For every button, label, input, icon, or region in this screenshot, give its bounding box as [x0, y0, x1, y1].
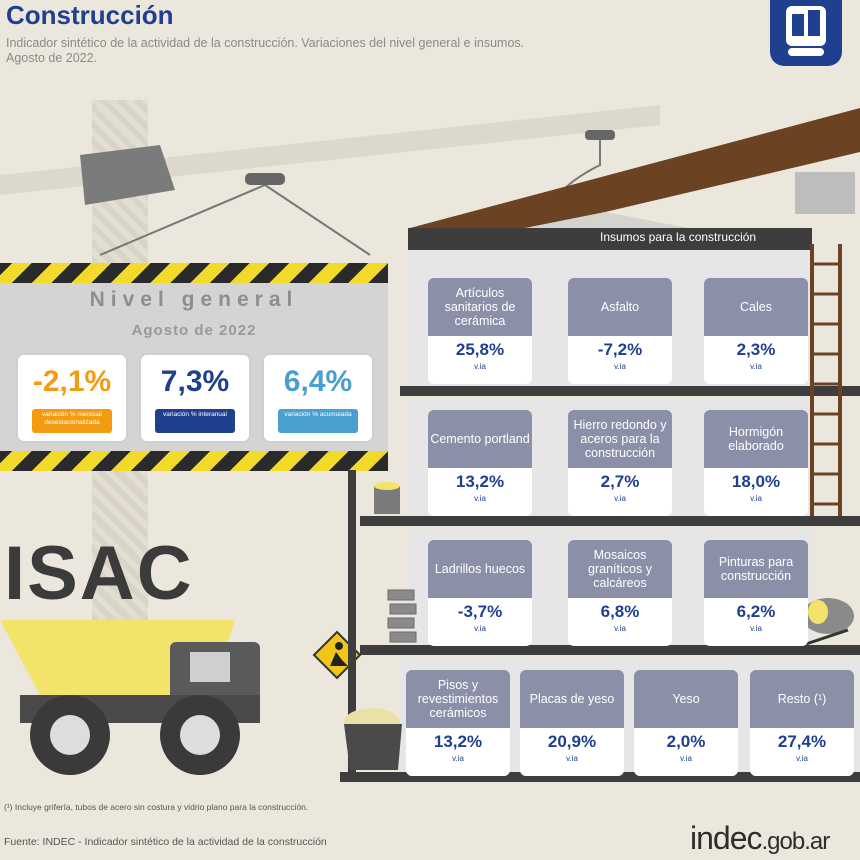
insumo-card: Asfalto -7,2% v.ia — [568, 278, 672, 384]
city-logo — [770, 0, 842, 66]
scaffold-pole — [348, 470, 356, 772]
insumo-name: Artículos sanitarios de cerámica — [428, 278, 532, 336]
insumo-name: Hierro redondo y aceros para la construc… — [568, 410, 672, 468]
insumo-name: Hormigón elaborado — [704, 410, 808, 468]
insumo-card: Yeso 2,0% v.ia — [634, 670, 738, 776]
subtitle-line-1: Indicador sintético de la actividad de l… — [6, 36, 525, 50]
insumo-name: Asfalto — [568, 278, 672, 336]
insumos-header-bar — [408, 228, 812, 250]
page-title: Construcción — [6, 0, 174, 30]
ladder-illustration — [810, 244, 842, 516]
slab-1 — [400, 386, 860, 396]
insumo-value: 6,8% — [600, 602, 640, 621]
nivel-general-period: Agosto de 2022 — [131, 322, 257, 339]
insumo-card: Pinturas para construcción 6,2% v.ia — [704, 540, 808, 646]
subtitle-line-2: Agosto de 2022. — [6, 51, 98, 65]
kpi-card-mensual: -2,1% variación % mensual desestacionali… — [16, 353, 128, 443]
kpi-label: variación % interanual — [155, 409, 235, 433]
coat-of-arms-icon — [786, 6, 826, 56]
source-note: Fuente: INDEC - Indicador sintético de l… — [4, 836, 327, 848]
insumo-value: -7,2% — [597, 340, 643, 359]
insumo-value: 2,0% — [666, 732, 706, 751]
insumo-name: Pinturas para construcción — [704, 540, 808, 598]
insumo-card: Cales 2,3% v.ia — [704, 278, 808, 384]
insumo-value: 27,4% — [777, 732, 827, 751]
insumo-value: 13,2% — [455, 472, 505, 491]
sand-sack-icon — [344, 708, 402, 770]
kpi-value: 7,3% — [160, 365, 230, 398]
brick-stack-icon — [387, 589, 417, 643]
insumo-unit: v.ia — [474, 624, 486, 633]
insumo-value: 2,7% — [600, 472, 640, 491]
slab-2 — [360, 516, 860, 526]
insumo-name: Cemento portland — [428, 410, 532, 468]
hazard-tape-top — [0, 263, 388, 283]
insumo-card: Hormigón elaborado 18,0% v.ia — [704, 410, 808, 516]
insumo-value: 13,2% — [433, 732, 483, 751]
paint-bucket-icon — [374, 482, 400, 514]
insumo-unit: v.ia — [614, 494, 626, 503]
insumo-card: Pisos y revestimientos cerámicos 13,2% v.… — [406, 670, 510, 776]
insumo-value: 18,0% — [731, 472, 781, 491]
insumo-unit: v.ia — [750, 494, 762, 503]
page-subtitle: Indicador sintético de la actividad de l… — [6, 36, 626, 66]
isac-label: ISAC — [4, 531, 194, 616]
hazard-tape-bottom — [0, 451, 388, 471]
insumo-value: 25,8% — [455, 340, 505, 359]
cement-mixer-icon — [802, 598, 854, 646]
brand-main: indec — [690, 820, 762, 856]
insumo-name: Placas de yeso — [520, 670, 624, 728]
slab-3 — [360, 645, 860, 655]
insumo-name: Resto (¹) — [750, 670, 854, 728]
insumo-name: Yeso — [634, 670, 738, 728]
ground-slab — [340, 772, 860, 782]
insumo-unit: v.ia — [680, 754, 692, 763]
insumo-unit: v.ia — [614, 362, 626, 371]
insumo-unit: v.ia — [750, 362, 762, 371]
indec-brand[interactable]: indec.gob.ar — [690, 820, 831, 857]
insumo-card: Ladrillos huecos -3,7% v.ia — [428, 540, 532, 646]
kpi-card-acumulada: 6,4% variación % acumulada — [262, 353, 374, 443]
insumo-name: Cales — [704, 278, 808, 336]
dump-truck-illustration — [0, 620, 260, 775]
insumo-card: Mosaicos graníticos y calcáreos 6,8% v.ia — [568, 540, 672, 646]
insumo-value: 6,2% — [736, 602, 776, 621]
insumo-unit: v.ia — [566, 754, 578, 763]
insumo-card: Hierro redondo y aceros para la construc… — [568, 410, 672, 516]
insumo-card: Resto (¹) 27,4% v.ia — [750, 670, 854, 776]
insumo-value: 2,3% — [736, 340, 776, 359]
insumo-value: 20,9% — [547, 732, 597, 751]
insumo-card: Cemento portland 13,2% v.ia — [428, 410, 532, 516]
nivel-general-title: Nivel general — [89, 288, 299, 311]
kpi-value: -2,1% — [32, 365, 112, 398]
insumos-title: Insumos para la construcción — [600, 230, 757, 244]
insumo-name: Pisos y revestimientos cerámicos — [406, 670, 510, 728]
insumo-name: Ladrillos huecos — [428, 540, 532, 598]
insumo-unit: v.ia — [796, 754, 808, 763]
kpi-label: variación % acumulada — [278, 409, 358, 433]
insumo-name: Mosaicos graníticos y calcáreos — [568, 540, 672, 598]
brand-suffix: .gob.ar — [761, 828, 831, 855]
kpi-label: variación % mensual desestacionalizada — [32, 409, 112, 433]
insumo-unit: v.ia — [452, 754, 464, 763]
insumo-unit: v.ia — [750, 624, 762, 633]
kpi-value: 6,4% — [283, 365, 353, 398]
kpi-card-interanual: 7,3% variación % interanual — [139, 353, 251, 443]
insumo-unit: v.ia — [474, 494, 486, 503]
insumo-value: -3,7% — [457, 602, 503, 621]
insumo-unit: v.ia — [614, 624, 626, 633]
insumo-card: Artículos sanitarios de cerámica 25,8% v.… — [428, 278, 532, 384]
insumo-unit: v.ia — [474, 362, 486, 371]
insumo-card: Placas de yeso 20,9% v.ia — [520, 670, 624, 776]
footnote: (¹) Incluye grifería, tubos de acero sin… — [4, 802, 309, 812]
